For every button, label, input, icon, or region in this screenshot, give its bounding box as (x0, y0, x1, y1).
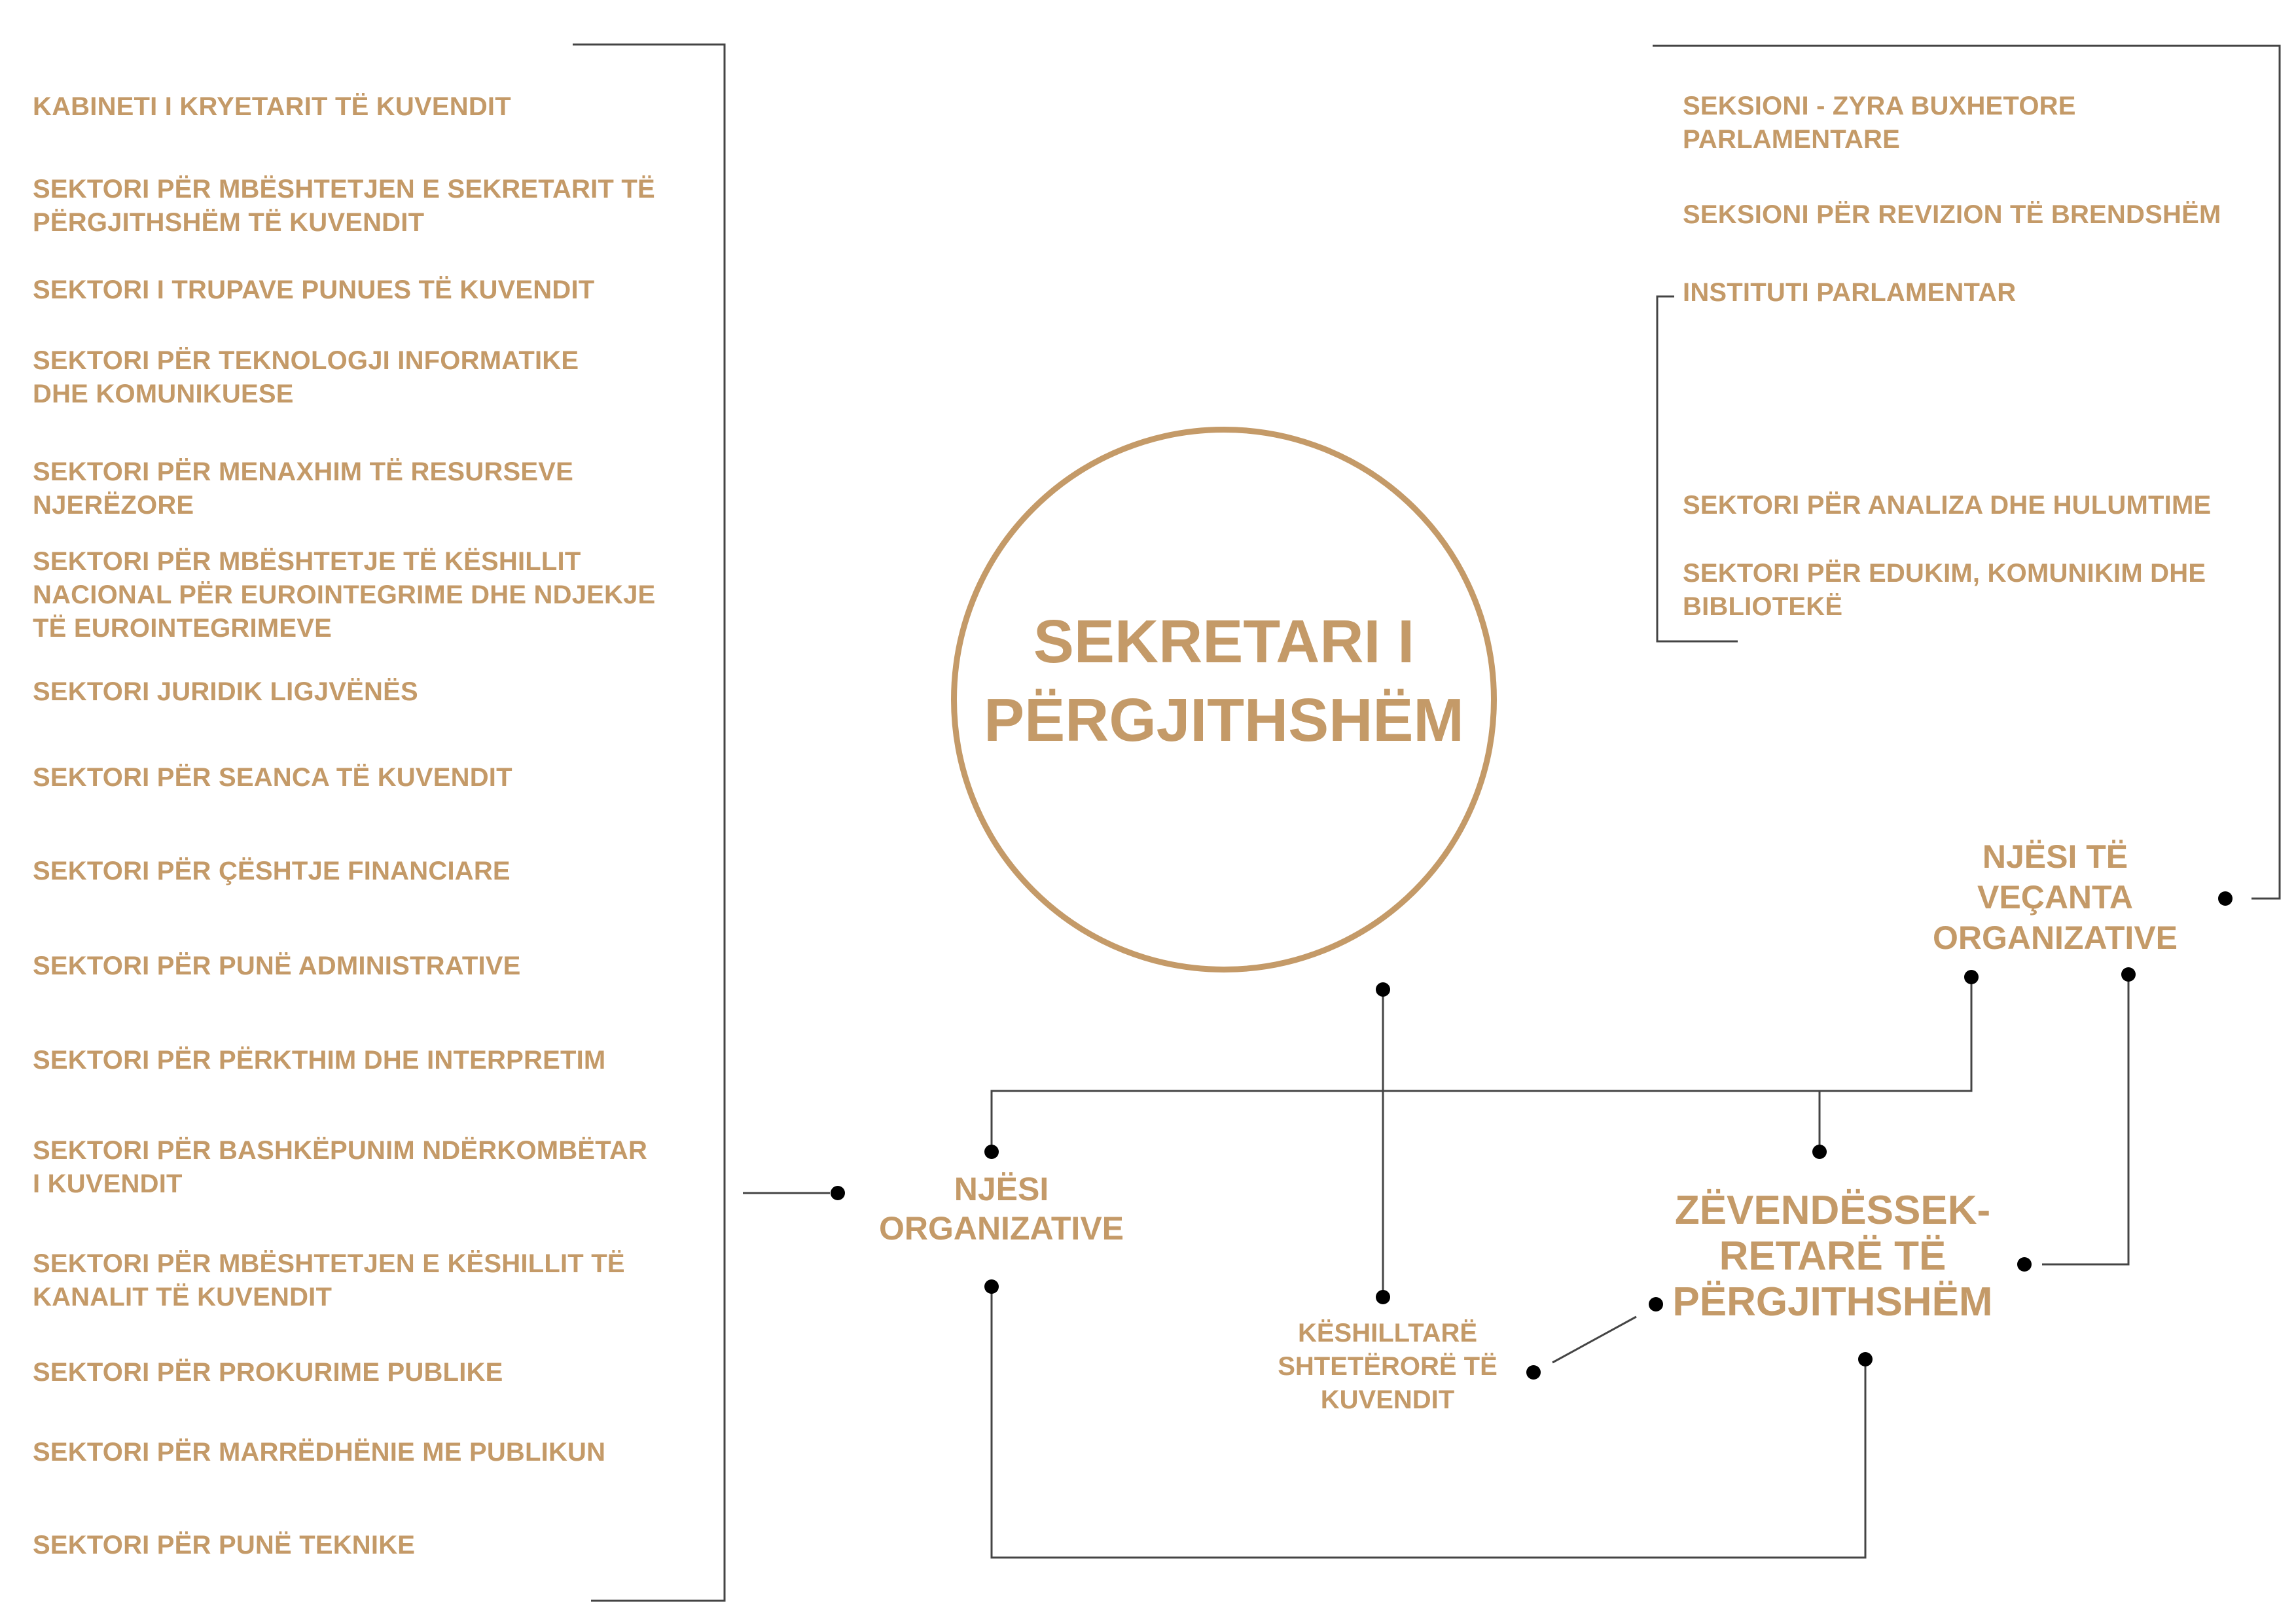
left-list-item: SEKTORI PËR MBËSHTETJEN E SEKRETARIT TË … (33, 175, 655, 237)
state-advisors-node: KËSHILLTARË SHTETËRORË TË KUVENDIT (1278, 1319, 1498, 1414)
bullet-dot (984, 1145, 999, 1159)
advisors-to-deputies-line (1552, 1315, 1637, 1364)
special-to-deputies-line (2042, 977, 2130, 1266)
left-list-item: SEKTORI I TRUPAVE PUNUES TË KUVENDIT (33, 276, 595, 304)
bullet-dot (1649, 1297, 1663, 1311)
institute-bracket (1656, 295, 1738, 643)
org-to-deputies-line (990, 1287, 1867, 1559)
bullet-dot (1812, 1145, 1827, 1159)
bullet-dot (1858, 1352, 1873, 1366)
left-list-item: SEKTORI PËR MBËSHTETJEN E KËSHILLIT TË K… (33, 1249, 625, 1311)
left-list-item: SEKTORI JURIDIK LIGJVËNËS (33, 677, 418, 706)
bullet-dot (1376, 982, 1390, 997)
left-list-item: SEKTORI PËR MBËSHTETJE TË KËSHILLIT NACI… (33, 547, 656, 643)
right-list-item: SEKTORI PËR ANALIZA DHE HULUMTIME (1683, 491, 2212, 520)
left-list-bracket (573, 43, 726, 1602)
special-units-node: NJËSI TË VEÇANTA ORGANIZATIVE (1932, 838, 2178, 956)
left-list-item: SEKTORI PËR PUNË ADMINISTRATIVE (33, 952, 521, 980)
bullet-dot (2218, 891, 2233, 906)
right-list-item: SEKSIONI PËR REVIZION TË BRENDSHËM (1683, 200, 2221, 229)
left-list-item: SEKTORI PËR MARRËDHËNIE ME PUBLIKUN (33, 1438, 606, 1467)
secretary-general-circle (951, 427, 1497, 972)
left-list-item: SEKTORI PËR TEKNOLOGJI INFORMATIKE DHE K… (33, 346, 579, 408)
left-list-item: SEKTORI PËR ÇËSHTJE FINANCIARE (33, 857, 511, 885)
secretary-general-title: SEKRETARI I PËRGJITHSHËM (984, 607, 1464, 754)
left-list-item: SEKTORI PËR PUNË TEKNIKE (33, 1531, 416, 1560)
left-list-item: KABINETI I KRYETARIT TË KUVENDIT (33, 92, 511, 121)
bullet-dot (2121, 967, 2136, 982)
left-list-item: SEKTORI PËR SEANCA TË KUVENDIT (33, 763, 512, 792)
organizational-units-node: NJËSI ORGANIZATIVE (878, 1171, 1124, 1247)
right-list-item: INSTITUTI PARLAMENTAR (1683, 278, 2017, 307)
special-to-org-line (990, 978, 1973, 1149)
right-list-item: SEKSIONI - ZYRA BUXHETORE PARLAMENTARE (1683, 92, 2076, 154)
deputy-secretaries-node: ZËVENDËSSEK- RETARË TË PËRGJITHSHËM (1672, 1188, 1993, 1325)
right-list-bracket (1653, 45, 2281, 900)
right-list-item: SEKTORI PËR EDUKIM, KOMUNIKIM DHE BIBLIO… (1683, 559, 2206, 621)
left-list-item: SEKTORI PËR PROKURIME PUBLIKE (33, 1358, 503, 1387)
bullet-dot (984, 1279, 999, 1294)
left-list-item: SEKTORI PËR PËRKTHIM DHE INTERPRETIM (33, 1046, 606, 1075)
bullet-dot (1376, 1290, 1390, 1304)
bullet-dot (1964, 970, 1979, 984)
bullet-dot (2017, 1257, 2032, 1272)
left-list-item: SEKTORI PËR BASHKËPUNIM NDËRKOMBËTAR I K… (33, 1136, 648, 1198)
bullet-dot (831, 1186, 845, 1200)
left-list-item: SEKTORI PËR MENAXHIM TË RESURSEVE NJERËZ… (33, 457, 573, 520)
bullet-dot (1526, 1365, 1541, 1380)
